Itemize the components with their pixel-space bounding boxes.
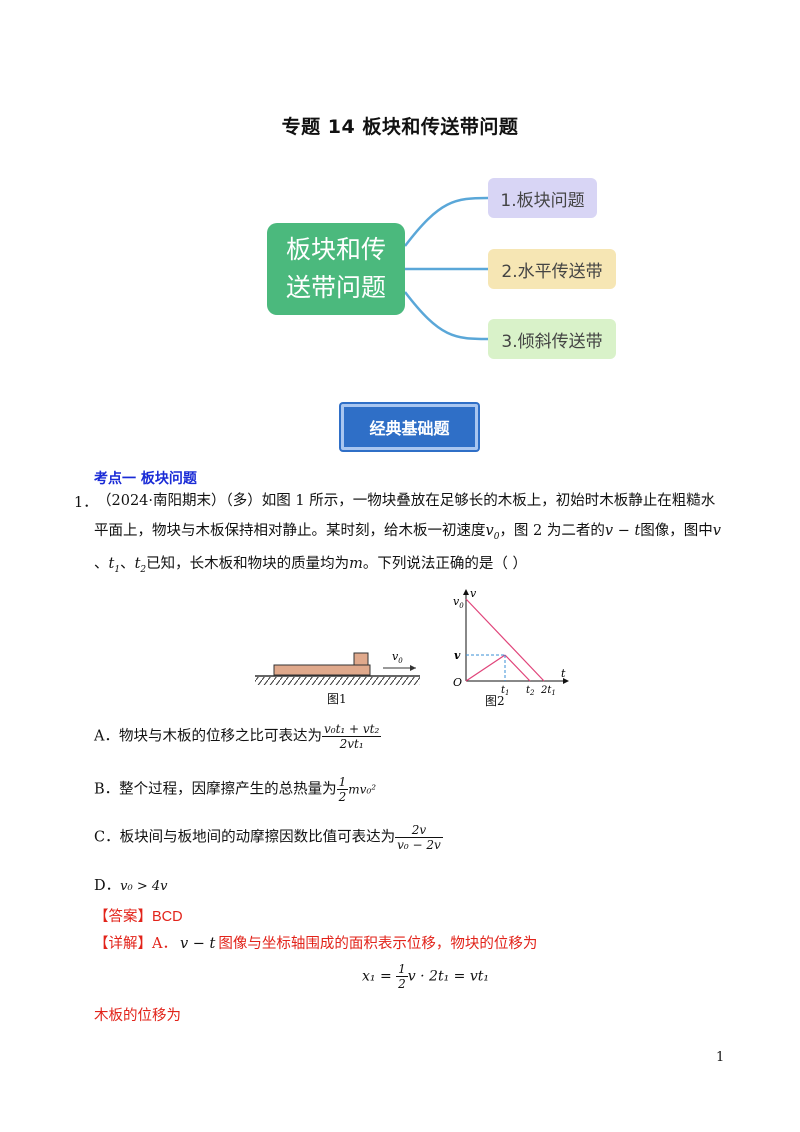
q-sym-v0: v0 xyxy=(485,523,500,542)
common-line xyxy=(504,654,531,682)
answer-value: BCD xyxy=(152,909,183,925)
label-v0: v0 xyxy=(453,595,464,610)
option-c-text: C．板块间与板地间的动摩擦因数比值可表达为 xyxy=(94,829,396,846)
mindmap-root: 板块和传 送带问题 xyxy=(267,223,405,315)
q-sym-v: v xyxy=(712,523,721,539)
q-sym-t2: t2 xyxy=(134,556,147,575)
q-sym-v0-sub: 0 xyxy=(493,531,500,542)
q-sym-t1-base: t xyxy=(108,556,115,572)
q-sym-t1-sub: 1 xyxy=(114,564,121,575)
q-text: 图像，图中 xyxy=(640,523,713,539)
label-v: v xyxy=(454,649,461,662)
label-t1: t1 xyxy=(501,685,510,697)
block-line xyxy=(465,654,506,682)
q-text: 平面上，物块与木板保持相对静止。某时刻，给木板一初速度 xyxy=(94,523,486,539)
label-y-axis: v xyxy=(470,587,477,600)
figure-1-label: 图1 xyxy=(327,692,347,706)
q-text: ，图 2 为二者的 xyxy=(499,523,605,539)
mindmap-branch-2: 2.水平传送带 xyxy=(488,249,616,289)
board-line xyxy=(465,598,545,682)
mindmap-root-label: 板块和传 送带问题 xyxy=(285,235,386,302)
detail-text: 图像与坐标轴围成的面积表示位移，物块的位移为 xyxy=(218,936,538,952)
q-sym-t1: t1 xyxy=(108,556,121,575)
q-sym-t2-sub: 2 xyxy=(140,564,147,575)
board xyxy=(273,664,371,676)
label-t2: t2 xyxy=(526,685,535,697)
board-displacement-line: 木板的位移为 xyxy=(94,1008,181,1024)
option-a-text: A．物块与木板的位移之比可表达为 xyxy=(94,728,322,745)
label-2t1: 2t1 xyxy=(540,685,556,697)
equation-lhs: x₁ = xyxy=(362,968,397,985)
section-heading: 考点一 板块问题 xyxy=(94,471,197,487)
figure-1: v0 xyxy=(255,650,420,685)
option-b-suffix: mv₀² xyxy=(348,782,377,797)
option-c-den: v₀ − 2v xyxy=(397,838,441,852)
equation-den: 2 xyxy=(398,977,406,991)
block xyxy=(353,652,369,666)
figure-2: v0 v v O t t1 t2 2t1 xyxy=(453,587,569,697)
q-text: 已知，长木板和物块的质量均为 xyxy=(146,556,350,572)
q-text: 、 xyxy=(120,556,135,572)
q-text: 、 xyxy=(94,556,109,572)
answer: 【答案】BCD xyxy=(94,905,183,926)
option-a-den: 2vt₁ xyxy=(339,737,364,751)
equation-rhs: v · 2t₁ = vt₁ xyxy=(407,968,489,985)
q-sym-m: m xyxy=(349,556,363,572)
label-x-axis: t xyxy=(561,667,566,680)
option-b-text: B．整个过程，因摩擦产生的总热量为 xyxy=(94,781,337,798)
arrow-label: v0 xyxy=(392,650,403,665)
mindmap-branch-1: 1.板块问题 xyxy=(488,178,597,218)
option-d: D．v₀ > 4v xyxy=(94,874,167,895)
page-title: 专题 14 板块和传送带问题 xyxy=(281,116,519,138)
section-banner: 经典基础题 xyxy=(341,404,478,450)
question-line-1: （2024·南阳期末）（多）如图 1 所示，一物块叠放在足够长的木板上，初始时木… xyxy=(97,493,716,509)
label-origin: O xyxy=(453,676,462,689)
option-d-text: D． xyxy=(94,878,121,894)
q-sym-t2-base: t xyxy=(134,556,141,572)
q-sym-vt: v − t xyxy=(604,523,641,539)
q-sym-v0-base: v xyxy=(485,523,494,539)
option-a-num: v₀t₁ + vt₂ xyxy=(321,722,382,737)
question-line-3: 、t1、t2已知，长木板和物块的质量均为m。下列说法正确的是（ ） xyxy=(94,554,527,580)
q-text: 。下列说法正确的是（ ） xyxy=(362,556,527,572)
mindmap-branch-3: 3.倾斜传送带 xyxy=(488,319,616,359)
answer-label: 【答案】 xyxy=(94,909,152,925)
mindmap-connectors xyxy=(404,196,489,341)
option-b-den: 2 xyxy=(338,790,347,804)
question-number: 1． xyxy=(74,495,98,511)
option-d-expr: v₀ > 4v xyxy=(120,879,168,894)
page-number: 1 xyxy=(716,1050,725,1065)
option-b-num: 1 xyxy=(336,775,349,790)
figure-2-label: 图2 xyxy=(485,694,505,708)
equation-num: 1 xyxy=(396,962,408,977)
option-c-num: 2v xyxy=(395,823,443,838)
detail-expr: v − t xyxy=(179,936,216,952)
question-line-2: 平面上，物块与木板保持相对静止。某时刻，给木板一初速度v0，图 2 为二者的v … xyxy=(94,521,721,547)
detail-label: 【详解】A． xyxy=(94,936,177,952)
